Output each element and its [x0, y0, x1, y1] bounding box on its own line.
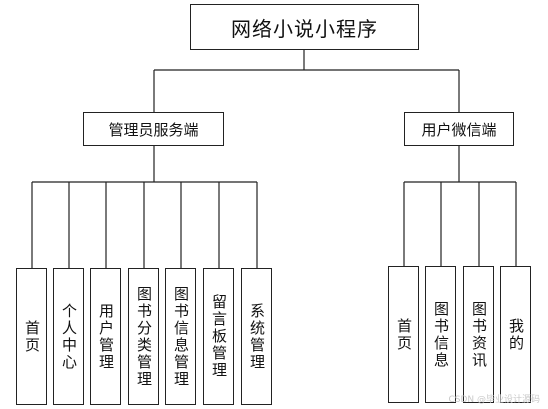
leaf-admin-message-board-management: 留言板管理	[203, 268, 234, 405]
leaf-admin-book-info-management: 图书信息管理	[165, 268, 196, 405]
leaf-admin-system-management: 系统管理	[241, 268, 272, 405]
leaf-user-home: 首页	[388, 266, 419, 403]
leaf-admin-user-management: 用户管理	[90, 268, 121, 405]
group-user-node: 用户微信端	[404, 112, 514, 146]
watermark: CSDN @毕业设计源码	[448, 395, 540, 405]
leaf-admin-book-category-management: 图书分类管理	[128, 268, 159, 405]
leaf-user-book-info: 图书信息	[425, 266, 456, 403]
leaf-admin-personal-center: 个人中心	[53, 268, 84, 405]
group-admin-node: 管理员服务端	[83, 112, 224, 146]
root-node: 网络小说小程序	[190, 4, 419, 50]
leaf-user-mine: 我的	[500, 266, 531, 403]
leaf-admin-home: 首页	[16, 268, 47, 405]
leaf-user-book-news: 图书资讯	[463, 266, 494, 403]
